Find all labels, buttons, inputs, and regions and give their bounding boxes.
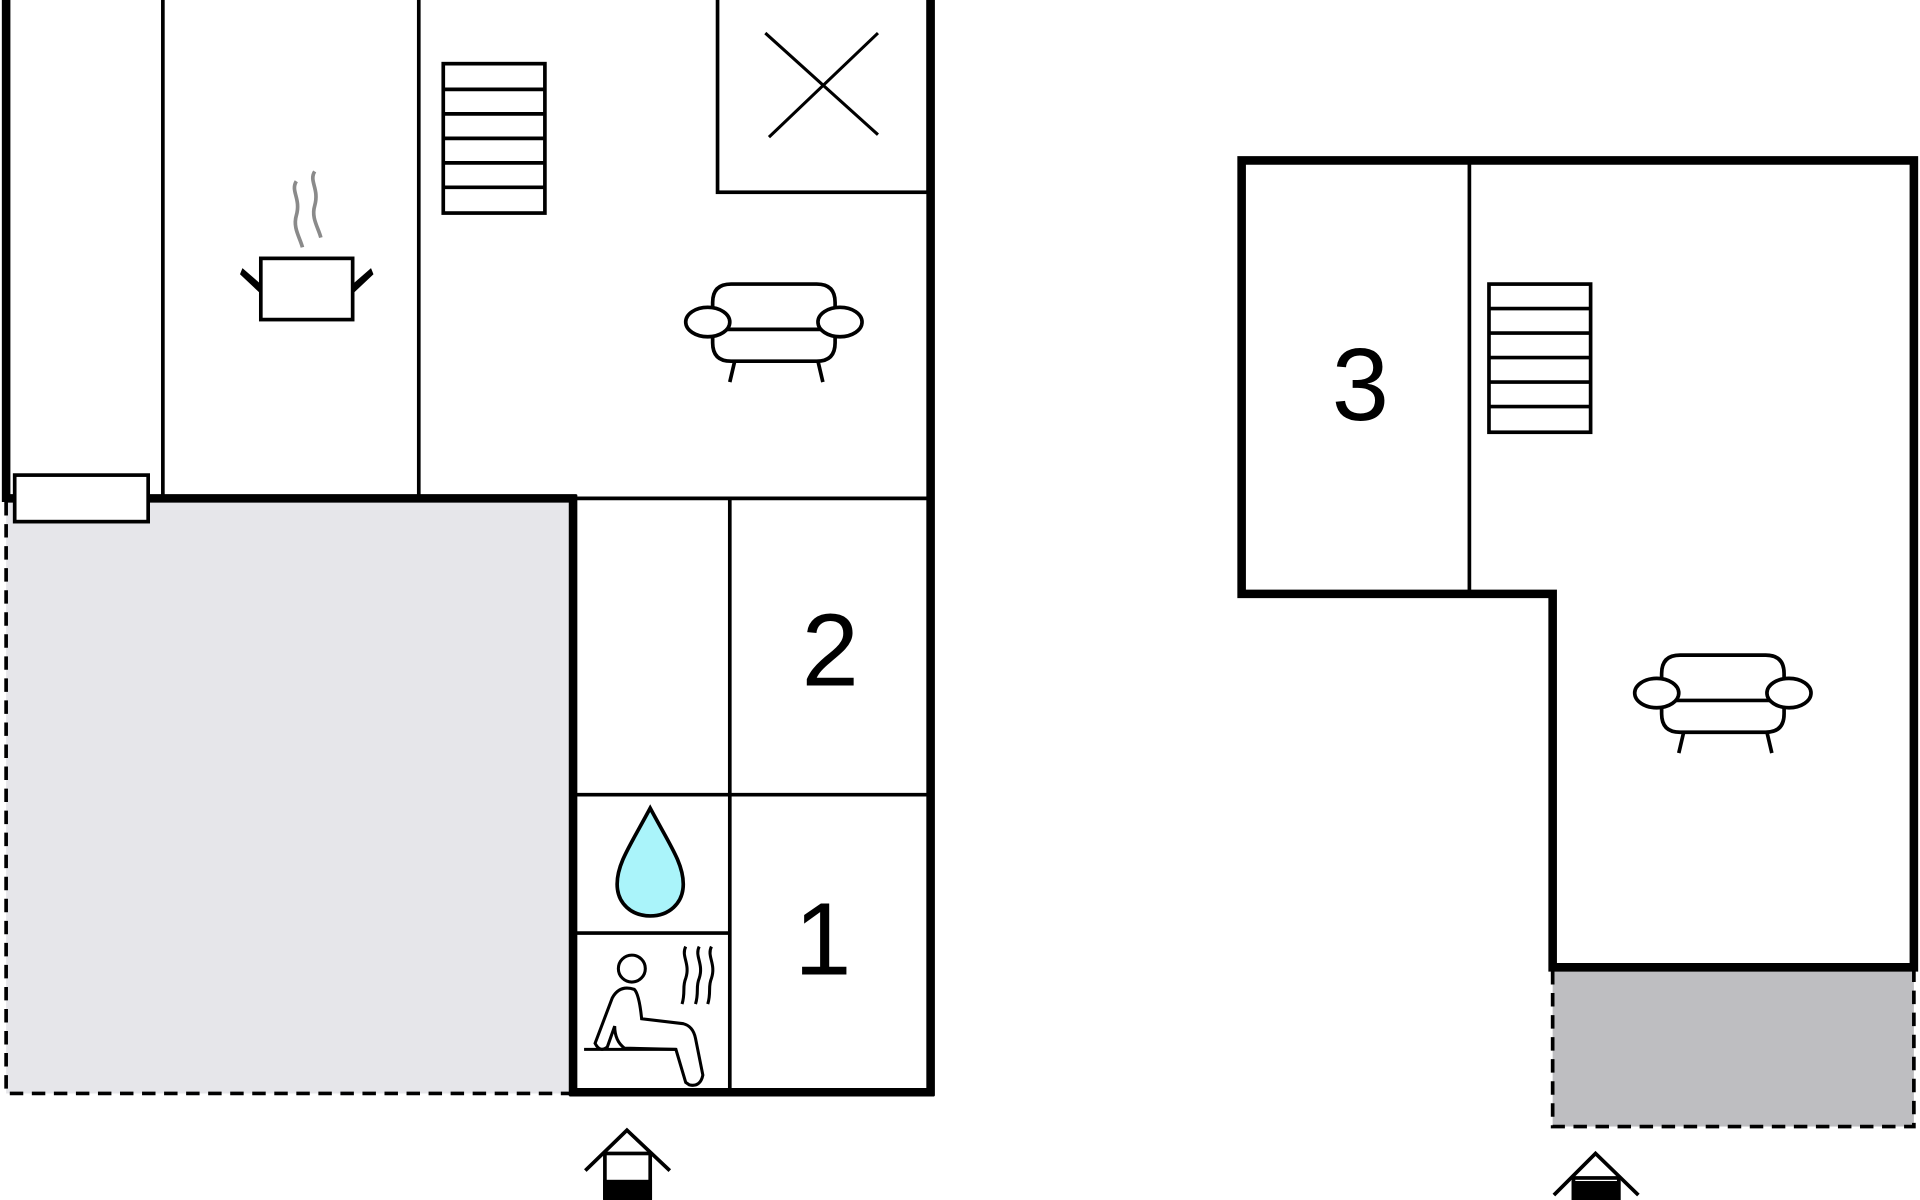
sauna-icon bbox=[584, 945, 715, 1087]
outer-walls bbox=[1237, 156, 1919, 972]
terrace-left bbox=[6, 502, 572, 1094]
upper-floor: 3 bbox=[1237, 156, 1919, 1200]
stairs-icon bbox=[441, 61, 547, 215]
stairs-icon bbox=[1487, 282, 1593, 435]
sofa-icon bbox=[683, 282, 864, 383]
kitchen-pot-icon bbox=[240, 170, 374, 322]
terrace-right bbox=[1552, 971, 1914, 1127]
room-label-3: 3 bbox=[1332, 327, 1389, 442]
closet-x-icon bbox=[764, 31, 879, 136]
terrace-dashed-edge bbox=[1550, 971, 1916, 1129]
bathroom-water-drop-icon bbox=[615, 804, 686, 918]
entrance-icon[interactable] bbox=[1552, 1150, 1640, 1200]
entrance-icon[interactable] bbox=[584, 1127, 672, 1200]
window bbox=[12, 473, 150, 524]
room-label-1: 1 bbox=[794, 882, 851, 997]
ground-floor: 2 1 bbox=[1, 0, 935, 1200]
closet-x-icon bbox=[767, 31, 880, 139]
closet bbox=[715, 0, 930, 195]
room-label-2: 2 bbox=[802, 593, 859, 708]
sofa-icon bbox=[1632, 653, 1813, 754]
